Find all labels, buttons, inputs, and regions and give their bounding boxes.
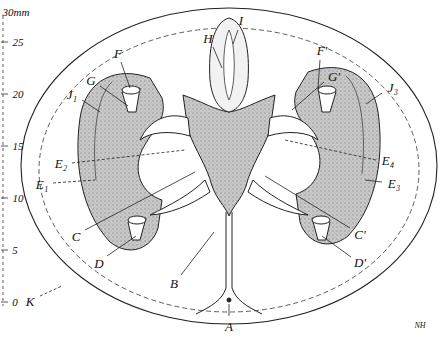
neural-tube — [210, 18, 249, 112]
left-organ — [78, 74, 163, 250]
scale-number: 25 — [13, 37, 24, 48]
part-letter: C' — [354, 228, 365, 241]
part-letter: H — [203, 32, 212, 45]
part-letter: A — [225, 320, 233, 333]
right-organ — [295, 68, 380, 244]
part-letter: B — [170, 277, 178, 290]
scale-number: 10 — [13, 193, 24, 204]
part-letter: K — [26, 295, 35, 308]
scale-number: 5 — [12, 245, 18, 256]
scale-number: 0 — [12, 297, 18, 308]
inner-outline — [39, 28, 419, 312]
part-letter: C — [72, 230, 81, 243]
part-letter: I — [239, 14, 243, 27]
scale-number: 30mm — [3, 7, 30, 18]
part-letter: F — [114, 47, 122, 60]
signature: NH — [414, 322, 425, 330]
part-letter: E₂ — [55, 157, 67, 170]
scale-number: 20 — [13, 89, 24, 100]
part-letter: G — [86, 74, 95, 87]
part-letter: D — [94, 257, 103, 270]
part-letter: D' — [354, 256, 366, 269]
scale-bar — [1, 16, 8, 306]
part-letter: E₄ — [382, 154, 394, 167]
part-letter: J₃ — [388, 81, 398, 94]
part-letter: G' — [328, 70, 340, 83]
scale-number: 15 — [13, 141, 24, 152]
body-outline — [21, 8, 437, 324]
part-letter: J₁ — [67, 88, 77, 101]
part-letter: E₁ — [36, 178, 48, 191]
ducts — [140, 116, 318, 215]
part-letter: E₃ — [388, 177, 400, 190]
part-letter: F' — [317, 44, 328, 57]
midline-stalk — [196, 212, 262, 314]
leader-lines — [40, 30, 382, 316]
